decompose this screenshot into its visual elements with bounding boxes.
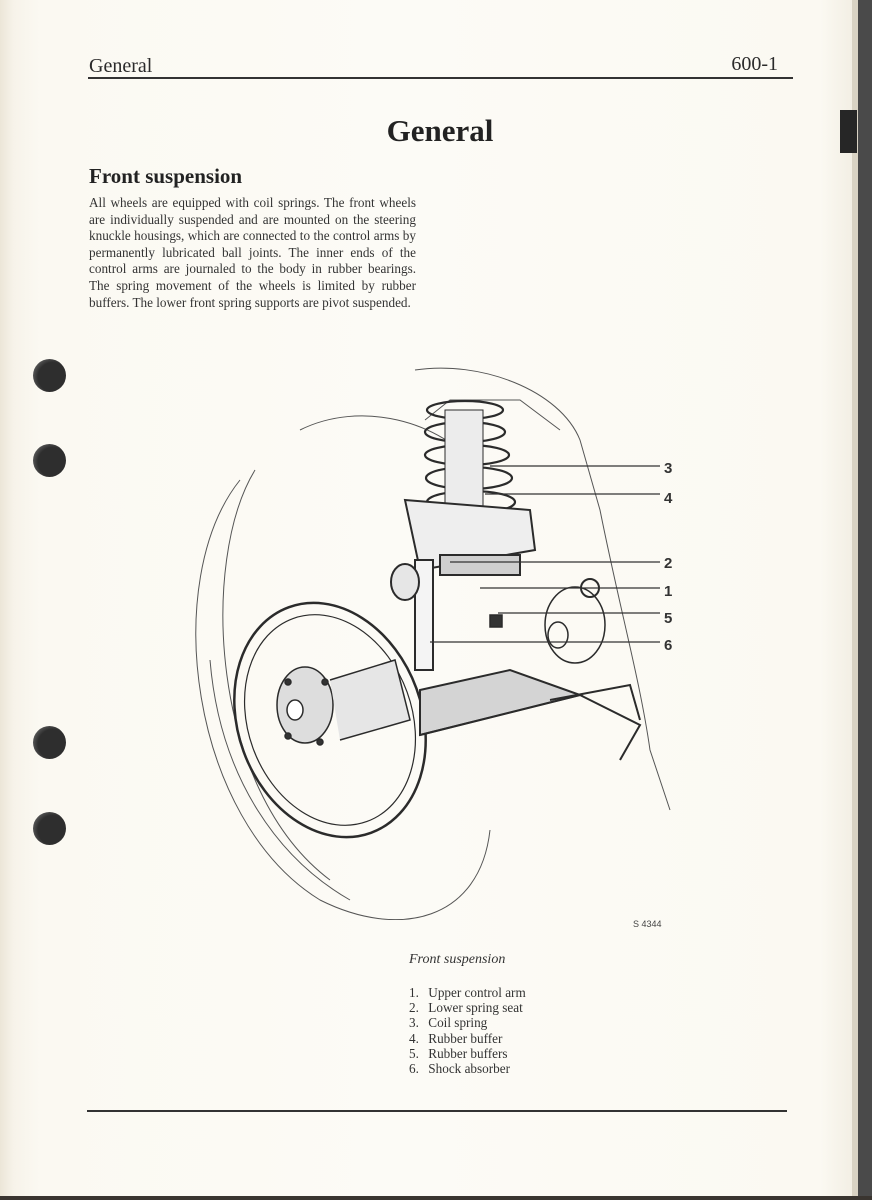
legend-item: 6. Shock absorber (409, 1061, 510, 1077)
front-suspension-diagram (195, 367, 671, 920)
callout-5: 5 (664, 610, 673, 627)
legend-item: 3. Coil spring (409, 1015, 488, 1031)
section-tab-marker (840, 110, 857, 153)
callout-3: 3 (664, 460, 673, 477)
callout-1: 1 (664, 583, 673, 600)
body-paragraph: All wheels are equipped with coil spring… (89, 195, 416, 310)
wheel-hub (276, 659, 411, 746)
page-title: General (386, 113, 494, 148)
section-heading: Front suspension (89, 164, 243, 188)
legend-item: 1. Upper control arm (409, 985, 526, 1000)
figure-legend: 1. Upper control arm 2. Lower spring sea… (409, 985, 526, 1076)
running-header-page-number: 600-1 (731, 53, 778, 75)
brake-drum (233, 601, 427, 839)
punch-hole (33, 812, 66, 845)
page-shadow (0, 1196, 872, 1200)
rubber-buffers (489, 586, 606, 664)
leader-lines (430, 465, 660, 643)
lower-control-arm (419, 668, 642, 761)
page-edge (852, 0, 858, 1196)
body-panel (414, 367, 671, 811)
running-header-section: General (89, 55, 153, 77)
figure-caption: Front suspension (409, 952, 506, 967)
punch-hole (33, 359, 66, 392)
header-rule (88, 77, 793, 79)
punch-hole (33, 726, 66, 759)
callout-2: 2 (664, 555, 673, 572)
callout-4: 4 (664, 490, 673, 507)
legend-item: 2. Lower spring seat (409, 1000, 523, 1016)
legend-item: 4. Rubber buffer (409, 1030, 503, 1046)
shock-absorber (390, 559, 434, 671)
punch-hole (33, 444, 66, 477)
upper-control-arm (403, 498, 600, 598)
figure-id: S 4344 (633, 919, 662, 929)
legend-item: 5. Rubber buffers (409, 1045, 508, 1061)
callout-6: 6 (664, 637, 673, 654)
footer-rule (87, 1110, 787, 1112)
